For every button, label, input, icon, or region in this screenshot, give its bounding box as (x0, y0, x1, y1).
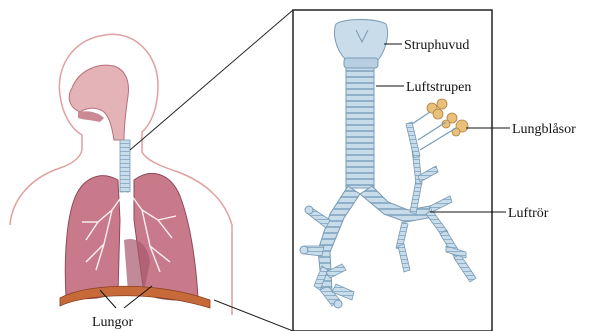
zoom-line-bottom (214, 300, 293, 331)
label-lungs: Lungor (92, 315, 134, 330)
body-figure: Lungor (10, 34, 232, 330)
label-larynx: Struphuvud (404, 38, 469, 53)
body-trachea (120, 140, 130, 192)
trachea (346, 68, 374, 188)
bronchiole-end (305, 206, 313, 214)
mouth-cavity (78, 111, 104, 122)
airway-detail (300, 20, 476, 309)
label-trachea: Luftstrupen (406, 80, 471, 95)
nasal-cavity (69, 65, 128, 140)
right-bronchial-branches (396, 122, 476, 282)
bronchiole-end (334, 300, 342, 308)
zoom-line-top (130, 10, 293, 150)
cricoid (344, 58, 378, 68)
right-lung (65, 176, 120, 299)
bronchiole-end (300, 246, 308, 254)
label-bronchi: Luftrör (508, 206, 549, 221)
label-alveoli: Lungblåsor (512, 122, 576, 137)
